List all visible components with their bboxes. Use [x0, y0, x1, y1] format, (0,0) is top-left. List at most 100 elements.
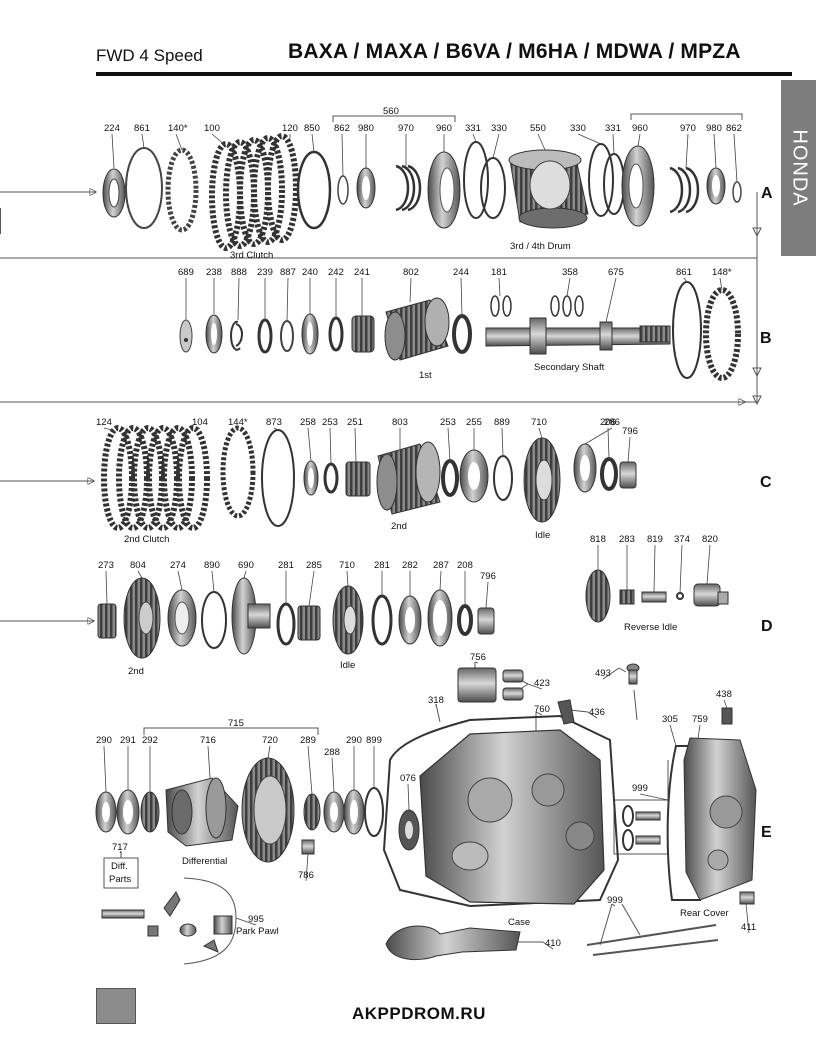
row-d-parts: [97, 569, 729, 659]
leader-line: [605, 277, 617, 323]
leader-line: [492, 133, 500, 159]
caption-2nd: 2nd: [391, 521, 407, 532]
leader-line: [439, 570, 442, 591]
part-label-290: 290: [346, 735, 362, 746]
caption-2nd-clutch: 2nd Clutch: [124, 534, 169, 545]
part-label-960: 960: [436, 123, 452, 134]
part-label-100: 100: [204, 123, 220, 134]
part-label-292: 292: [142, 735, 158, 746]
part-label-873: 873: [266, 417, 282, 428]
part-label-140-star: 140*: [168, 123, 188, 134]
leader-line: [235, 917, 257, 926]
row-letter-c: C: [760, 474, 772, 491]
part-label-120: 120: [282, 123, 298, 134]
leader-line: [683, 277, 688, 283]
part-label-242: 242: [328, 267, 344, 278]
part-label-258: 258: [300, 417, 316, 428]
part-label-710: 710: [339, 560, 355, 571]
part-label-888: 888: [231, 267, 247, 278]
part-label-238: 238: [206, 267, 222, 278]
leader-line: [697, 724, 701, 739]
leader-line: [501, 427, 504, 457]
part-label-675: 675: [608, 267, 624, 278]
part-label-796: 796: [622, 426, 638, 437]
footer-box: [96, 988, 136, 1024]
caption-3rd-clutch: 3rd Clutch: [230, 250, 273, 261]
part-label-305: 305: [662, 714, 678, 725]
part-label-716: 716: [200, 735, 216, 746]
leader-line: [577, 133, 602, 145]
leader-line: [307, 427, 312, 462]
part-label-861: 861: [676, 267, 692, 278]
part-label-850: 850: [304, 123, 320, 134]
part-label-331: 331: [605, 123, 621, 134]
leader-line: [177, 570, 183, 591]
leader-line: [409, 277, 412, 303]
caption-rear-cover: Rear Cover: [680, 908, 729, 919]
leader-line: [111, 133, 115, 169]
part-label-255: 255: [466, 417, 482, 428]
part-label-887: 887: [280, 267, 296, 278]
leader-line: [273, 427, 279, 431]
part-label-285: 285: [306, 560, 322, 571]
caption-idle: Idle: [535, 530, 550, 541]
caption-diff-parts-line2: Parts: [109, 874, 131, 885]
leader-line: [308, 570, 315, 607]
leader-line: [637, 133, 641, 147]
leader-line: [237, 277, 240, 321]
leader-line: [669, 724, 677, 747]
leader-line: [498, 277, 501, 297]
part-label-076: 076: [400, 773, 416, 784]
caption-idle: Idle: [340, 660, 355, 671]
leader-line: [207, 745, 211, 779]
part-label-244: 244: [453, 267, 469, 278]
part-label-436: 436: [589, 707, 605, 718]
part-label-287: 287: [433, 560, 449, 571]
row-e-parts: [95, 663, 757, 961]
part-label-550: 550: [530, 123, 546, 134]
leader-line: [607, 427, 610, 460]
part-label-410: 410: [545, 938, 561, 949]
leader-line: [447, 427, 451, 462]
caption-case: Case: [508, 917, 530, 928]
caption-3rd-4th-drum: 3rd / 4th Drum: [510, 241, 571, 252]
leader-line: [346, 570, 349, 587]
part-label-423: 423: [534, 678, 550, 689]
part-label-796: 796: [480, 571, 496, 582]
leader-line: [286, 277, 289, 322]
leader-line: [267, 745, 271, 759]
part-label-286: 286: [604, 417, 620, 428]
part-label-999: 999: [632, 783, 648, 794]
part-label-720: 720: [262, 735, 278, 746]
leader-line: [103, 427, 113, 431]
part-label-804: 804: [130, 560, 146, 571]
leader-line: [706, 544, 711, 585]
part-label-283: 283: [619, 534, 635, 545]
leader-line: [538, 427, 543, 439]
leader-line: [307, 745, 313, 795]
caption-1st: 1st: [419, 370, 432, 381]
leader-line: [103, 745, 107, 793]
footer-site: AKPPDROM.RU: [352, 1004, 486, 1023]
group-label-560: 560: [383, 106, 399, 117]
page-subtitle: FWD 4 Speed: [96, 46, 203, 65]
caption-park-pawl: Park Pawl: [236, 926, 279, 937]
part-label-241: 241: [354, 267, 370, 278]
leader-line: [566, 277, 571, 297]
part-label-999: 999: [607, 895, 623, 906]
part-label-251: 251: [347, 417, 363, 428]
leader-line: [612, 133, 615, 155]
part-label-861: 861: [134, 123, 150, 134]
part-label-803: 803: [392, 417, 408, 428]
leader-line: [602, 667, 620, 680]
leader-line: [713, 133, 717, 169]
part-label-802: 802: [403, 267, 419, 278]
part-label-960: 960: [632, 123, 648, 134]
leader-line: [535, 711, 543, 716]
part-label-330: 330: [491, 123, 507, 134]
part-label-274: 274: [170, 560, 186, 571]
part-label-756: 756: [470, 652, 486, 663]
part-label-786: 786: [298, 870, 314, 881]
leader-line: [105, 570, 108, 605]
